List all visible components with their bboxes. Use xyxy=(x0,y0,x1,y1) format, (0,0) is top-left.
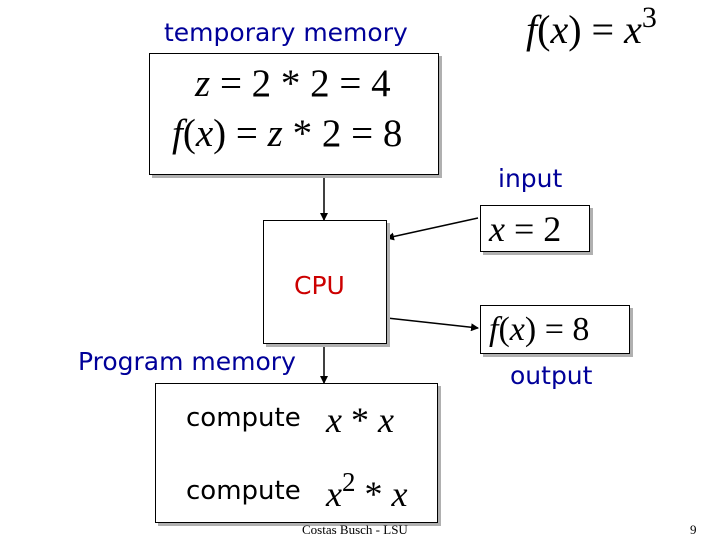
func-rhs-var: x xyxy=(624,7,642,52)
instr-operand-a: x xyxy=(326,474,342,514)
instruction-expression: x2 * x xyxy=(326,469,408,514)
temp-rparen: ) xyxy=(213,112,227,155)
instr-operator: * xyxy=(355,474,392,514)
func-equals: = xyxy=(581,7,625,52)
temp-lparen: ( xyxy=(182,112,196,155)
temp-expr-2: * 2 = 8 xyxy=(282,112,403,155)
func-lparen: ( xyxy=(537,7,551,52)
output-lparen: ( xyxy=(498,311,510,348)
instr-operand-b: x xyxy=(377,400,394,440)
instr-operand-a-exponent: 2 xyxy=(341,467,356,498)
output-rparen: ) xyxy=(524,311,537,348)
func-rhs-exponent: 3 xyxy=(641,0,657,34)
temp-var-z: z xyxy=(195,62,211,105)
input-label: input xyxy=(498,164,563,193)
temporary-memory-label: temporary memory xyxy=(164,18,408,47)
output-value: f(x) = 8 xyxy=(489,313,589,347)
output-expr: = 8 xyxy=(536,311,590,348)
temp-x: x xyxy=(195,112,214,155)
instruction-expression: x * x xyxy=(326,402,394,438)
func-f: f xyxy=(526,7,538,52)
footer-author: Costas Busch - LSU xyxy=(302,522,408,537)
input-expr: = 2 xyxy=(504,209,562,249)
input-box: x = 2 xyxy=(480,205,590,252)
temp-memory-line-2: f(x) = z * 2 = 8 xyxy=(172,114,402,153)
program-memory-label: Program memory xyxy=(78,347,296,376)
arrow-cpu-to-output xyxy=(386,317,479,332)
func-x: x xyxy=(550,7,569,52)
output-x: x xyxy=(509,311,525,348)
instr-operand-a: x xyxy=(326,400,342,440)
program-memory-box: compute x * x compute x2 * x xyxy=(155,383,438,523)
temporary-memory-box: z = 2 * 2 = 4 f(x) = z * 2 = 8 xyxy=(149,53,439,175)
temp-f: f xyxy=(172,112,183,155)
temp-equals: = xyxy=(226,112,268,155)
instr-operand-b: x xyxy=(391,474,408,514)
temp-expr-1: = 2 * 2 = 4 xyxy=(210,62,391,105)
instr-operator: * xyxy=(341,400,378,440)
cpu-label: CPU xyxy=(294,271,345,300)
output-label: output xyxy=(510,361,593,390)
function-definition: f(x) = x3 xyxy=(526,2,657,52)
page-number: 9 xyxy=(690,522,697,537)
program-instruction: compute x2 * x xyxy=(156,469,439,516)
instruction-keyword: compute xyxy=(186,476,301,506)
program-instruction: compute x * x xyxy=(156,402,439,442)
temp-memory-line-1: z = 2 * 2 = 4 xyxy=(195,64,391,103)
instruction-keyword: compute xyxy=(186,403,301,433)
cpu-box: CPU xyxy=(263,220,387,344)
func-rparen: ) xyxy=(568,7,582,52)
input-value: x = 2 xyxy=(489,211,561,247)
output-box: f(x) = 8 xyxy=(480,305,630,354)
output-f: f xyxy=(489,311,499,348)
arrow-input-to-cpu xyxy=(386,217,479,241)
temp-var-z-2: z xyxy=(267,112,283,155)
input-var-x: x xyxy=(489,209,505,249)
